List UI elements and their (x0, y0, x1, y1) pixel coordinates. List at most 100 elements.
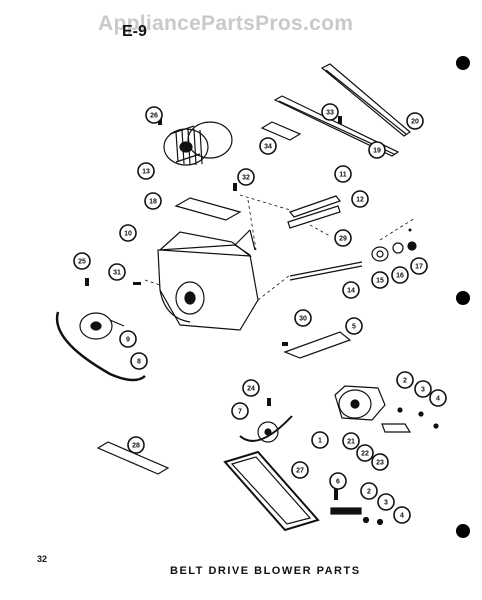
callout-22: 22 (356, 444, 374, 462)
callout-circle (145, 106, 163, 124)
callout-29: 29 (334, 229, 352, 247)
callout-label: 12 (356, 197, 364, 204)
callout-11: 11 (334, 165, 352, 183)
callout-circle (231, 402, 249, 420)
callout-circle (144, 192, 162, 210)
callout-label: 1 (318, 438, 322, 445)
callout-label: 10 (124, 231, 132, 238)
callout-14: 14 (342, 281, 360, 299)
callout-circle (311, 431, 329, 449)
callout-25: 25 (73, 252, 91, 270)
callout-31: 31 (108, 263, 126, 281)
callout-label: 32 (242, 175, 250, 182)
callout-label: 33 (326, 110, 334, 117)
callout-label: 6 (336, 479, 340, 486)
callout-circle (291, 461, 309, 479)
callout-circle (127, 436, 145, 454)
callout-label: 31 (113, 270, 121, 277)
callout-circle (294, 309, 312, 327)
callout-3: 3 (377, 493, 395, 511)
callout-circle (360, 482, 378, 500)
shaft-assembly (287, 195, 417, 281)
callout-circle (259, 137, 277, 155)
callout-26: 26 (145, 106, 163, 124)
callout-label: 3 (384, 500, 388, 507)
callout-circle (393, 506, 411, 524)
callout-label: 24 (247, 386, 255, 393)
callout-label: 7 (238, 409, 242, 416)
callout-15: 15 (371, 271, 389, 289)
diagram-caption: BELT DRIVE BLOWER PARTS (170, 565, 361, 577)
punch-hole (456, 291, 470, 305)
callout-label: 21 (347, 439, 355, 446)
callout-10: 10 (119, 224, 137, 242)
callout-17: 17 (410, 257, 428, 275)
callout-label: 22 (361, 451, 369, 458)
callout-5: 5 (345, 317, 363, 335)
callout-circle (368, 141, 386, 159)
callout-label: 15 (376, 278, 384, 285)
callout-circle (342, 432, 360, 450)
motor (334, 385, 412, 433)
callout-2: 2 (396, 371, 414, 389)
callout-circle (137, 162, 155, 180)
callout-circle (345, 317, 363, 335)
callout-9: 9 (119, 330, 137, 348)
rail-parts (260, 63, 411, 157)
callout-label: 5 (352, 324, 356, 331)
filter-strip (96, 441, 170, 475)
callout-label: 34 (264, 144, 272, 151)
callout-label: 23 (376, 460, 384, 467)
callout-label: 29 (339, 236, 347, 243)
callout-circle (406, 112, 424, 130)
callout-1: 1 (311, 431, 329, 449)
callout-4: 4 (429, 389, 447, 407)
callout-label: 4 (436, 396, 440, 403)
punch-hole (456, 56, 470, 70)
callout-20: 20 (406, 112, 424, 130)
callout-18: 18 (144, 192, 162, 210)
callout-label: 13 (142, 169, 150, 176)
callout-circle (391, 266, 409, 284)
callout-12: 12 (351, 190, 369, 208)
callout-13: 13 (137, 162, 155, 180)
callout-circle (410, 257, 428, 275)
pulley-and-belt (55, 311, 146, 382)
callout-circle (130, 352, 148, 370)
callout-label: 8 (137, 359, 141, 366)
page-number: 32 (37, 554, 48, 564)
callout-circle (429, 389, 447, 407)
callout-label: 4 (400, 513, 404, 520)
callout-label: 3 (421, 387, 425, 394)
callout-27: 27 (291, 461, 309, 479)
callout-label: 20 (411, 119, 419, 126)
callout-circle (371, 271, 389, 289)
callout-3: 3 (414, 380, 432, 398)
callout-circle (329, 472, 347, 490)
access-panel (223, 450, 320, 532)
motor-pulley (239, 415, 293, 443)
callout-6: 6 (329, 472, 347, 490)
blower-wheel (163, 121, 233, 166)
hardware-set (330, 407, 439, 526)
punch-hole (456, 524, 470, 538)
motor-mount (283, 331, 352, 359)
callout-33: 33 (321, 103, 339, 121)
callout-circle (119, 330, 137, 348)
callout-label: 17 (415, 264, 423, 271)
callout-circle (396, 371, 414, 389)
callout-label: 28 (132, 443, 140, 450)
callout-label: 16 (396, 273, 404, 280)
callout-label: 2 (367, 489, 371, 496)
callout-label: 11 (339, 172, 347, 179)
callout-circle (414, 380, 432, 398)
callout-label: 26 (150, 113, 158, 120)
callout-circle (371, 453, 389, 471)
watermark: AppliancePartsPros.com (98, 12, 354, 35)
callout-19: 19 (368, 141, 386, 159)
callout-label: 9 (126, 337, 130, 344)
callout-4: 4 (393, 506, 411, 524)
callout-34: 34 (259, 137, 277, 155)
